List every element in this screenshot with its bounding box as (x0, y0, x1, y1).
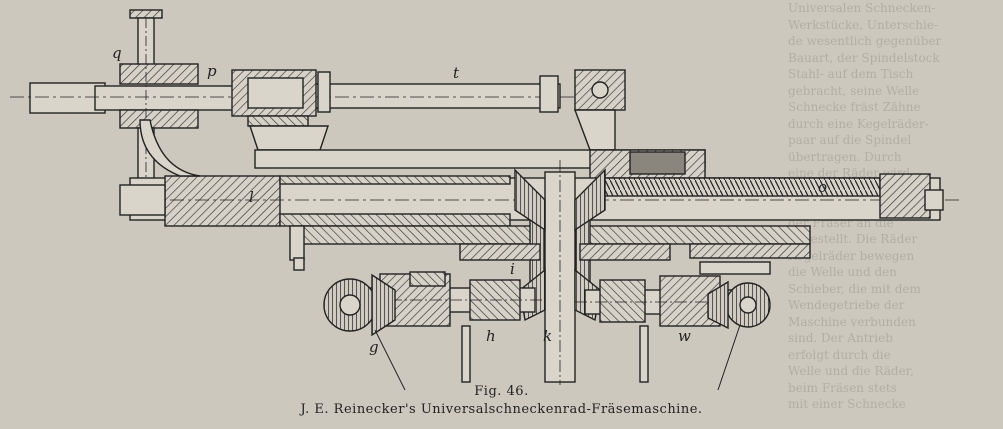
figure-title: J. E. Reinecker's Universalschneckenrad-… (300, 402, 703, 417)
bracket-t-end (539, 69, 626, 151)
figure-number: Fig. 46. (474, 384, 529, 399)
bleed-through-line: Werkstücke, Unterschie- (788, 17, 938, 32)
bleed-through-line: die Welle und den (788, 265, 897, 279)
bleed-through-line: Wendegetriebe der (788, 298, 905, 312)
bleed-through-line: Stahl- auf dem Tisch (788, 67, 914, 81)
bleed-through-text: Universalen Schnecken- Werkstücke, Unters… (788, 0, 1003, 429)
coupling-p (231, 69, 331, 151)
label-o: o (818, 178, 828, 196)
bleed-through-line: Kegelräder bewegen (788, 248, 915, 263)
bleed-through-line: Schnecke fräst Zähne (788, 100, 921, 114)
label-h: h (486, 327, 496, 345)
bleed-through-line: übertragen. Durch (788, 149, 902, 164)
label-g: g (369, 338, 379, 356)
bleed-through-line: Bauart, der Spindelstock (788, 50, 940, 65)
bleed-through-line: Maschine verbunden (788, 314, 916, 329)
bevel-gear-right (689, 243, 811, 330)
label-q: q (112, 44, 122, 62)
label-i: i (510, 260, 515, 278)
bleed-through-line: gebracht, seine Welle (788, 83, 920, 98)
bleed-through-line: beim Fräsen stets (788, 380, 897, 395)
bleed-through-line: erfolgt durch die (788, 347, 891, 362)
bleed-through-line: paar auf die Spindel (788, 133, 912, 147)
bleed-through-line: de wesentlich gegenüber (788, 34, 942, 48)
bleed-through-line: sind. Der Antrieb (788, 331, 893, 345)
bleed-through-line: Universalen Schnecken- (788, 1, 936, 15)
bleed-through-line: angestellt. Die Räder (788, 232, 918, 246)
label-t: t (453, 64, 460, 82)
bevel-gear-g (323, 273, 396, 337)
label-l: l (249, 188, 254, 206)
bleed-through-line: Schieber, die mit dem (788, 281, 921, 296)
bleed-through-line: mit einer Schnecke (788, 397, 906, 411)
label-p: p (207, 62, 217, 80)
label-k: k (543, 327, 553, 345)
bleed-through-line: durch eine Kegelräder- (788, 116, 929, 131)
label-w: w (678, 327, 691, 345)
top-shaft-assembly (10, 82, 600, 114)
bleed-through-line: Welle und die Räder, (788, 364, 914, 378)
